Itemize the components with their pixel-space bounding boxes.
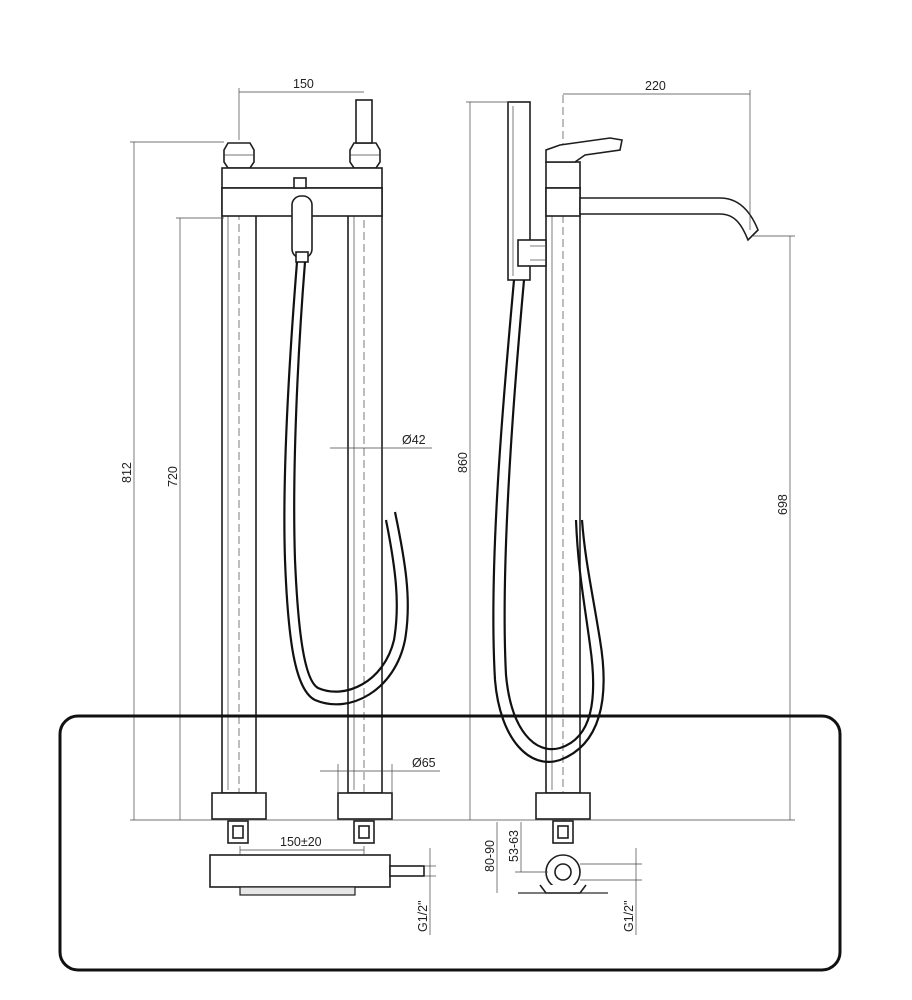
dimension-lines (130, 88, 795, 935)
dimension-labels: 150 812 720 Ø42 Ø65 150±20 G1/2" 860 220… (120, 77, 790, 932)
dim-diameter-42: Ø42 (402, 433, 426, 447)
dim-698: 698 (776, 494, 790, 515)
side-hand-shower (507, 101, 547, 281)
dim-thread-front: G1/2" (416, 900, 430, 932)
installation-highlight-frame (58, 714, 842, 972)
side-connection (518, 820, 608, 894)
front-view (209, 99, 425, 896)
dim-220: 220 (645, 79, 666, 93)
dim-diameter-65: Ø65 (412, 756, 436, 770)
dim-53-63: 53-63 (507, 830, 521, 862)
dim-80-90: 80-90 (483, 840, 497, 872)
dim-150-tolerance: 150±20 (280, 835, 322, 849)
dim-812: 812 (120, 462, 134, 483)
side-view (492, 95, 759, 894)
dim-720: 720 (166, 466, 180, 487)
side-spout (579, 197, 759, 242)
left-riser (211, 142, 267, 840)
front-hose (283, 261, 409, 706)
side-riser (535, 95, 591, 840)
side-hose (492, 279, 605, 763)
mixer-body (221, 167, 383, 217)
front-hand-shower (291, 195, 313, 263)
front-connections (209, 820, 425, 896)
dim-150: 150 (293, 77, 314, 91)
side-lever (545, 137, 623, 163)
right-riser (337, 99, 393, 840)
dim-860: 860 (456, 452, 470, 473)
dim-thread-side: G1/2" (622, 900, 636, 932)
